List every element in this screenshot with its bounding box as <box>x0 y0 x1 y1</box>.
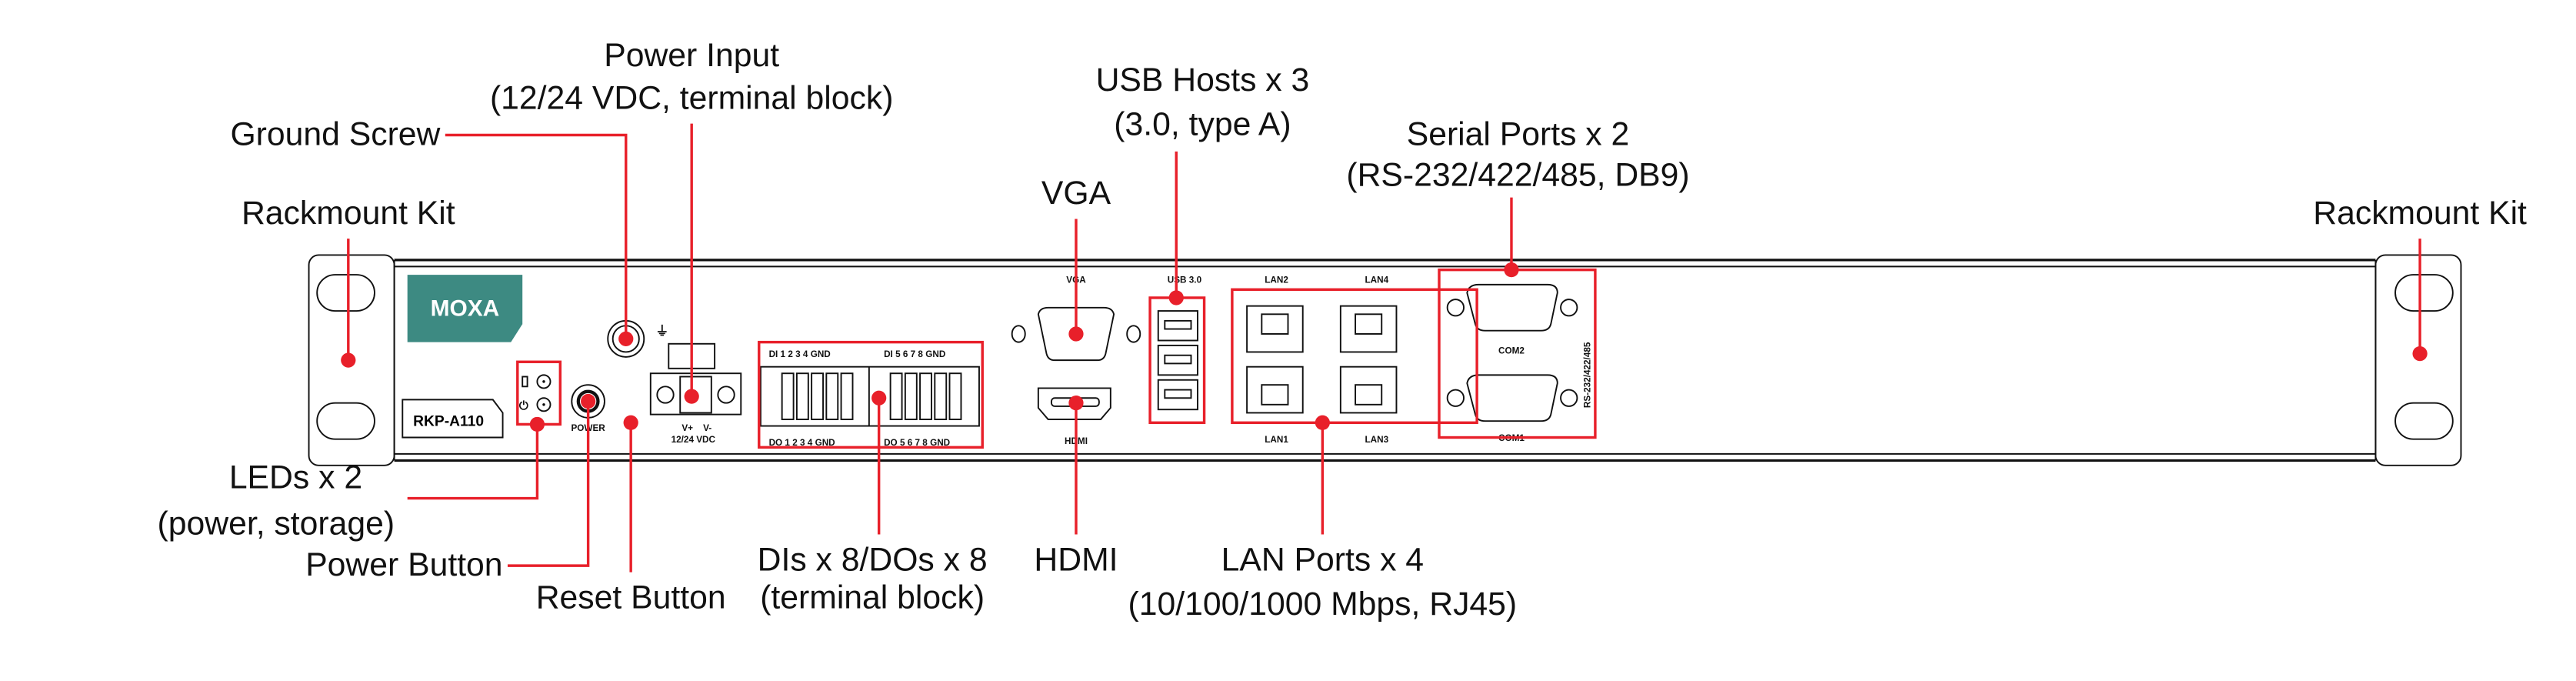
leds-highlight <box>516 360 562 426</box>
power-input-sublabel: (12/24 VDC, terminal block) <box>490 79 894 116</box>
svg-text:DO 1 2 3 4 GND: DO 1 2 3 4 GND <box>769 438 835 448</box>
rackmount-right-label: Rackmount Kit <box>2313 195 2527 232</box>
terminal-pin <box>889 372 903 420</box>
usb-sublabel: (3.0, type A) <box>1114 106 1291 143</box>
moxa-logo: MOXA <box>407 275 523 342</box>
terminal-pin <box>904 372 918 420</box>
ground-screw-label: Ground Screw <box>230 115 440 152</box>
dio-sublabel: (terminal block) <box>760 579 985 616</box>
svg-text:LAN3: LAN3 <box>1365 435 1389 445</box>
svg-text:MOXA: MOXA <box>431 295 500 321</box>
usb-label: USB Hosts x 3 <box>1096 62 1310 98</box>
callout-dots <box>341 262 2428 432</box>
svg-text:RS-232/422/485: RS-232/422/485 <box>1582 342 1592 408</box>
terminal-pin <box>934 372 948 420</box>
rackmount-left-label: Rackmount Kit <box>242 195 455 232</box>
hdmi-label: HDMI <box>1034 542 1118 579</box>
terminal-pin <box>811 372 825 420</box>
svg-text:DO 5 6 7 8 GND: DO 5 6 7 8 GND <box>884 438 950 448</box>
dio-label: DIs x 8/DOs x 8 <box>758 542 988 579</box>
svg-text:12/24 VDC: 12/24 VDC <box>671 435 716 445</box>
leds-label: LEDs x 2 <box>229 459 362 496</box>
svg-text:LAN2: LAN2 <box>1265 275 1288 285</box>
serial-sublabel: (RS-232/422/485, DB9) <box>1346 157 1689 194</box>
ground-screw: ⏚ <box>607 319 668 358</box>
svg-text:USB 3.0: USB 3.0 <box>1168 275 1202 285</box>
lan-highlight <box>1231 288 1478 425</box>
lan-label: LAN Ports x 4 <box>1221 542 1424 579</box>
terminal-pin <box>825 372 839 420</box>
vga-label: VGA <box>1041 175 1111 212</box>
reset-button-label: Reset Button <box>536 579 726 616</box>
power-input-label: Power Input <box>604 37 779 74</box>
terminal-pin <box>840 372 854 420</box>
terminal-pin <box>948 372 962 420</box>
lan-ports: LAN2 LAN4 LAN1 LAN3 <box>1246 275 1398 445</box>
ground-icon: ⏚ <box>655 324 668 339</box>
svg-text:COM2: COM2 <box>1498 346 1525 356</box>
svg-text:LAN4: LAN4 <box>1365 275 1389 285</box>
svg-text:RKP-A110: RKP-A110 <box>413 414 484 430</box>
svg-text:V+: V+ <box>681 423 693 433</box>
serial-ports: COM2 COM1 RS-232/422/485 <box>1446 283 1592 443</box>
leader-lines <box>347 123 2421 573</box>
svg-text:LAN1: LAN1 <box>1265 435 1288 445</box>
terminal-pin <box>919 372 932 420</box>
svg-text:V-: V- <box>703 423 711 433</box>
leds-sublabel: (power, storage) <box>158 506 395 542</box>
svg-text:DI 5 6 7 8 GND: DI 5 6 7 8 GND <box>884 349 945 359</box>
dio-highlight <box>758 340 984 449</box>
terminal-pin <box>781 372 795 420</box>
usb-ports: USB 3.0 <box>1157 275 1202 411</box>
led-indicators: ⏻ <box>519 374 552 412</box>
power-led-icon: ⏻ <box>519 399 528 412</box>
model-label: RKP-A110 <box>402 399 504 439</box>
power-terminal-block: V+ V- 12/24 VDC <box>649 342 742 445</box>
svg-text:DI 1 2 3 4 GND: DI 1 2 3 4 GND <box>769 349 831 359</box>
power-button-label: Power Button <box>305 546 502 583</box>
lan-sublabel: (10/100/1000 Mbps, RJ45) <box>1128 586 1518 623</box>
terminal-pin <box>795 372 809 420</box>
dio-terminal-block: DI 1 2 3 4 GND DI 5 6 7 8 GND DO 1 2 3 4… <box>759 349 980 448</box>
serial-label: Serial Ports x 2 <box>1407 115 1630 152</box>
